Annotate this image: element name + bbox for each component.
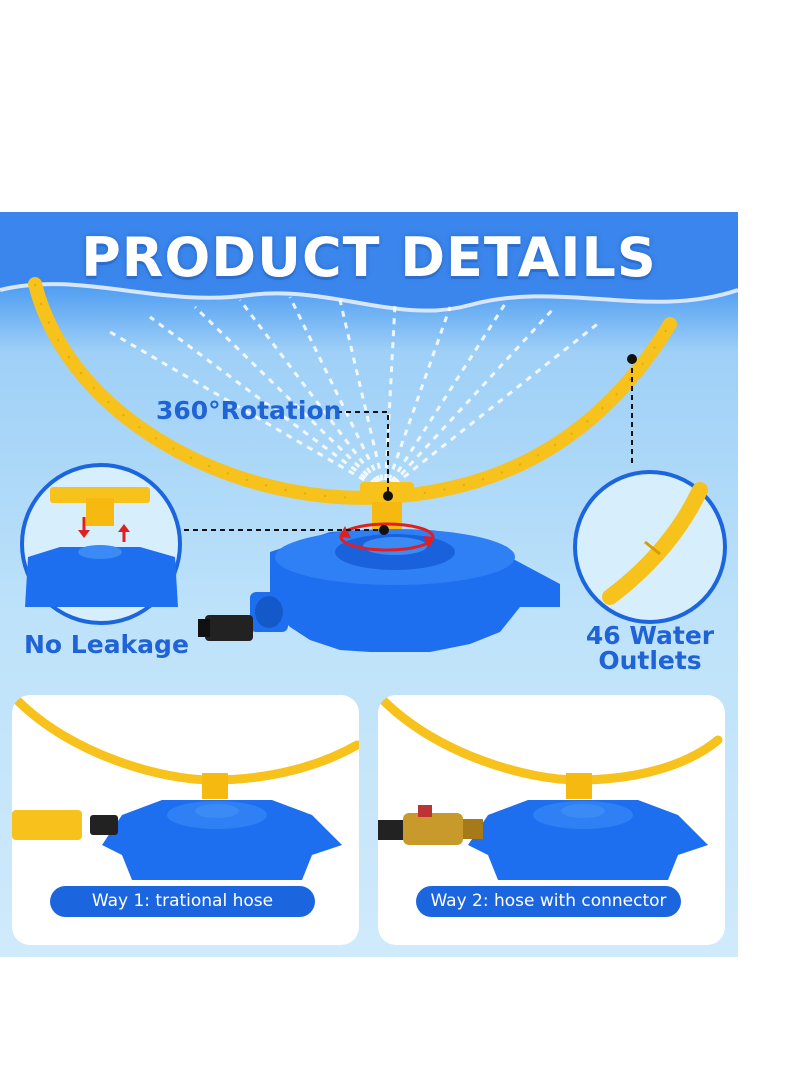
- way-1-card: Way 1: trational hose: [12, 695, 359, 945]
- no-leakage-detail: [20, 463, 182, 625]
- water-outlets-label: 46 Water Outlets: [584, 623, 716, 673]
- water-outlets-detail: [573, 470, 727, 624]
- water-outlets-line1: 46 Water: [585, 621, 715, 650]
- hose-connector: [198, 615, 253, 641]
- product-details-panel: PRODUCT DETAILS 360°Rotation No Leakage …: [0, 212, 738, 957]
- main-illustration: [0, 212, 738, 652]
- callout-lines: [184, 359, 633, 531]
- water-outlets-line2: Outlets: [598, 646, 702, 675]
- way-2-illustration: [378, 695, 723, 880]
- no-leakage-label: No Leakage: [24, 630, 189, 659]
- sprinkler-ring: [28, 277, 677, 505]
- page-title: PRODUCT DETAILS: [81, 226, 657, 289]
- water-spray: [109, 296, 601, 494]
- way-2-pill: Way 2: hose with connector: [416, 886, 681, 917]
- rotation-label: 360°Rotation: [156, 396, 342, 425]
- way-2-card: Way 2: hose with connector: [378, 695, 725, 945]
- way-1-pill: Way 1: trational hose: [50, 886, 315, 917]
- sprinkler-base: [250, 529, 560, 652]
- way-1-illustration: [12, 695, 359, 880]
- wave-band: [0, 212, 738, 313]
